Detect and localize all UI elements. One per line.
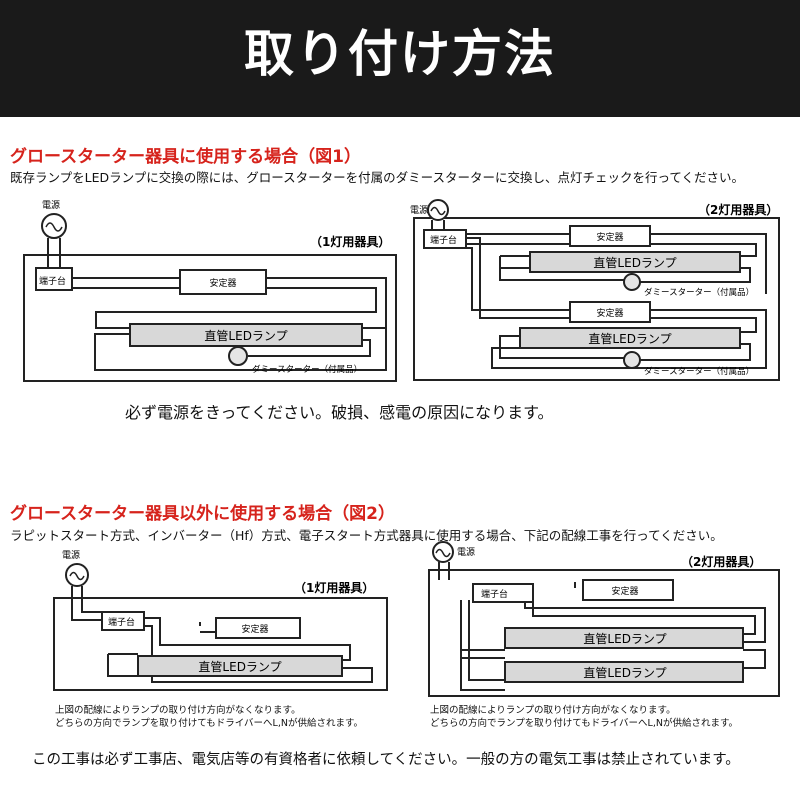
section1-warning: 必ず電源をきってください。破損、感電の原因になります。 bbox=[125, 403, 554, 422]
fixture-outline bbox=[428, 569, 780, 697]
power-label: 電源 bbox=[42, 200, 60, 211]
lamp2-label: 直管LEDランプ bbox=[588, 331, 671, 346]
ballast-box-1 bbox=[569, 225, 651, 247]
ballast-box bbox=[582, 579, 674, 601]
terminal-label: 端子台 bbox=[39, 275, 66, 287]
note-line-1: 上図の配線によりランプの取り付け方向がなくなります。 bbox=[430, 705, 676, 716]
dummy-starter-1-icon bbox=[623, 273, 641, 291]
fixture-outline bbox=[53, 597, 388, 691]
starter2-label: ダミースターター（付属品） bbox=[644, 366, 754, 377]
ballast-label: 安定器 bbox=[241, 623, 268, 635]
fixture-outline bbox=[23, 254, 397, 382]
note-line-2: どちらの方向でランプを取り付けてもドライバーへL,Nが供給されます。 bbox=[430, 718, 739, 729]
fixture-label: （2灯用器具） bbox=[698, 202, 778, 217]
terminal-block bbox=[423, 229, 467, 249]
led-lamp-2 bbox=[504, 661, 744, 683]
ballast-box bbox=[179, 269, 267, 295]
lamp1-label: 直管LEDランプ bbox=[593, 255, 676, 270]
lamp-label: 直管LEDランプ bbox=[198, 659, 281, 674]
fixture-outline bbox=[413, 217, 780, 381]
led-lamp-1 bbox=[529, 251, 741, 273]
starter1-label: ダミースターター（付属品） bbox=[644, 287, 754, 298]
section1-description: 既存ランプをLEDランプに交換の際には、グロースターターを付属のダミースターター… bbox=[10, 170, 744, 185]
ballast-box bbox=[215, 617, 301, 639]
lamp2-label: 直管LEDランプ bbox=[583, 665, 666, 680]
power-label: 電源 bbox=[457, 547, 475, 558]
fig2-right-notes: 上図の配線によりランプの取り付け方向がなくなります。 どちらの方向でランプを取り… bbox=[430, 704, 738, 730]
fig1-single-diagram: 電源 端子台 安定器 直管LEDランプ ダミースターター（付属品） （1灯用器具… bbox=[23, 200, 397, 382]
ballast-label: 安定器 bbox=[611, 585, 638, 597]
ballast-label: 安定器 bbox=[209, 277, 236, 289]
section2-description: ラピットスタート方式、インバーター（Hf）方式、電子スタート方式器具に使用する場… bbox=[10, 528, 723, 543]
fixture-label: （1灯用器具） bbox=[310, 234, 390, 249]
terminal-block bbox=[472, 583, 534, 603]
section1-heading: グロースターター器具に使用する場合（図1） bbox=[10, 147, 361, 167]
footer-notice: この工事は必ず工事店、電気店等の有資格者に依頼してください。一般の方の電気工事は… bbox=[32, 752, 740, 768]
terminal-label: 端子台 bbox=[481, 588, 508, 600]
note-line-1: 上図の配線によりランプの取り付け方向がなくなります。 bbox=[55, 705, 301, 716]
fixture-label: （2灯用器具） bbox=[681, 554, 761, 569]
terminal-label: 端子台 bbox=[430, 234, 457, 246]
lamp-label: 直管LEDランプ bbox=[204, 328, 287, 343]
note-line-2: どちらの方向でランプを取り付けてもドライバーへL,Nが供給されます。 bbox=[55, 718, 364, 729]
power-label: 電源 bbox=[62, 550, 80, 561]
starter-label: ダミースターター（付属品） bbox=[252, 364, 362, 375]
ballast1-label: 安定器 bbox=[596, 231, 623, 243]
fixture-label: （1灯用器具） bbox=[294, 580, 374, 595]
fig2-double-diagram: 電源 端子台 安定器 直管LEDランプ 直管LEDランプ （2灯用器具） bbox=[428, 541, 780, 697]
led-lamp bbox=[137, 655, 343, 677]
led-lamp bbox=[129, 323, 363, 347]
fig2-single-diagram: 電源 端子台 安定器 直管LEDランプ （1灯用器具） bbox=[53, 550, 388, 691]
title-bar bbox=[0, 0, 800, 117]
fig2-left-notes: 上図の配線によりランプの取り付け方向がなくなります。 どちらの方向でランプを取り… bbox=[55, 704, 363, 730]
dummy-starter-icon bbox=[228, 346, 248, 366]
led-lamp-2 bbox=[519, 327, 741, 349]
ballast2-label: 安定器 bbox=[596, 307, 623, 319]
power-label: 電源 bbox=[410, 205, 428, 216]
led-lamp-1 bbox=[504, 627, 744, 649]
fig1-double-diagram: 電源 端子台 安定器 直管LEDランプ ダミースターター（付属品） 安定器 直管… bbox=[410, 199, 780, 381]
terminal-block bbox=[101, 611, 145, 631]
section2-heading: グロースターター器具以外に使用する場合（図2） bbox=[10, 504, 395, 524]
lamp1-label: 直管LEDランプ bbox=[583, 631, 666, 646]
dummy-starter-2-icon bbox=[623, 351, 641, 369]
page-title: 取り付け方法 bbox=[244, 25, 556, 83]
terminal-label: 端子台 bbox=[108, 616, 135, 628]
terminal-block bbox=[35, 267, 73, 291]
ballast-box-2 bbox=[569, 301, 651, 323]
